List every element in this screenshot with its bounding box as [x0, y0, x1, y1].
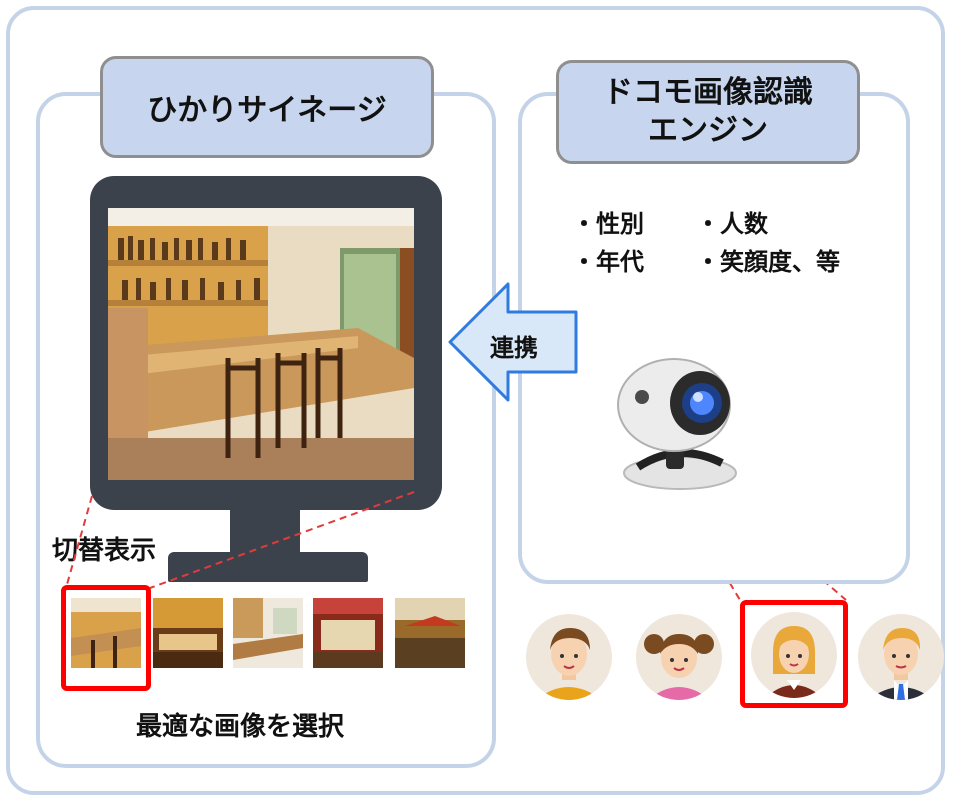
thumbnail-red-cafe[interactable] — [313, 598, 383, 668]
link-arrow-label: 連携 — [490, 334, 538, 362]
recognition-title: ドコモ画像認識 エンジン — [556, 60, 860, 164]
signage-title: ひかりサイネージ — [100, 56, 434, 158]
switch-display-label: 切替表示 — [52, 536, 157, 566]
feature-count: ・人数 — [696, 210, 768, 238]
recognition-title-line1: ドコモ画像認識 — [603, 75, 813, 110]
girl-avatar-icon — [636, 614, 722, 700]
webcam-icon — [608, 345, 748, 495]
monitor-stand-base — [168, 552, 368, 582]
feature-age: ・年代 — [572, 248, 644, 276]
woman-avatar-icon — [751, 612, 837, 698]
man-avatar-icon — [526, 614, 612, 700]
thumbnail-terrace[interactable] — [395, 598, 465, 668]
recognition-panel — [518, 92, 910, 584]
signage-title-text: ひかりサイネージ — [147, 93, 387, 128]
feature-gender: ・性別 — [572, 210, 644, 238]
thumbnail-bright-bar[interactable] — [233, 598, 303, 668]
feature-smile: ・笑顔度、等 — [696, 248, 840, 276]
thumbnail-lounge[interactable] — [153, 598, 223, 668]
businessman-avatar-icon — [858, 614, 944, 700]
link-arrow — [446, 280, 586, 404]
selected-person-frame[interactable] — [740, 600, 848, 708]
signage-screen-image — [108, 208, 414, 480]
recognition-title-line2: エンジン — [648, 113, 768, 148]
select-optimal-caption: 最適な画像を選択 — [136, 712, 345, 742]
selected-thumbnail-frame[interactable] — [61, 585, 151, 691]
thumbnail-bar[interactable] — [71, 598, 141, 668]
